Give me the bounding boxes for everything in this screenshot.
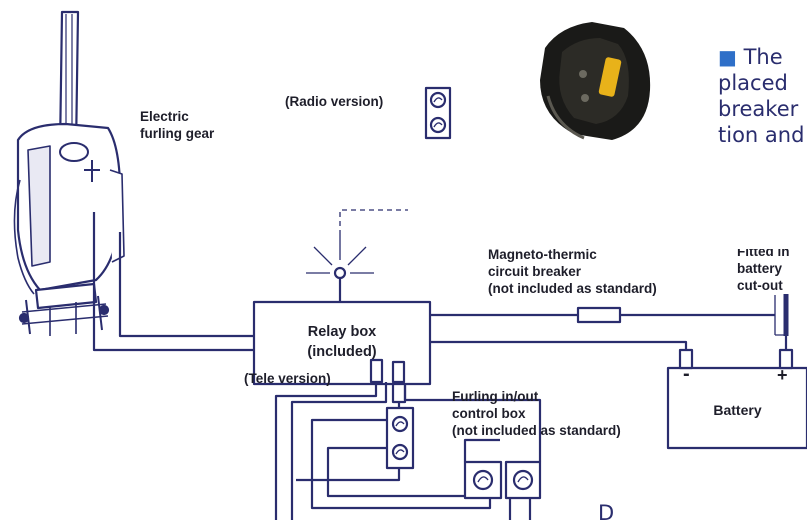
side-text-bottom: D <box>598 501 615 520</box>
antenna-receiver <box>333 266 347 280</box>
tele-wire-1 <box>274 382 378 520</box>
battery-plus-sign: + <box>777 365 788 385</box>
motor-cable-b <box>118 232 254 338</box>
radio-link <box>339 209 408 235</box>
battery-minus-sign: - <box>683 363 690 385</box>
power-line-minus <box>430 340 688 368</box>
control-box-photo <box>540 22 651 140</box>
side-text-line-3: breaker <box>718 97 799 121</box>
side-text-line-2: placed <box>718 71 788 95</box>
radio-version-label: (Radio version) <box>285 94 384 109</box>
motor-cable-a <box>92 212 254 352</box>
control-switch-in <box>463 460 503 500</box>
circuit-breaker-label: Magneto-thermic circuit breaker (not inc… <box>488 247 657 296</box>
cutout-label: Fitted in battery cut-out <box>737 244 790 293</box>
circuit-breaker <box>576 306 622 324</box>
tele-connector-a <box>369 358 384 384</box>
battery <box>666 366 807 450</box>
radio-remote <box>424 86 452 140</box>
side-text-line-4: tion and <box>718 123 805 147</box>
tele-connector-b <box>391 360 406 384</box>
control-box-label: Furling in/out control box (not included… <box>452 389 621 438</box>
relay-connector <box>391 382 407 404</box>
radio-signal-rays <box>306 235 374 274</box>
furling-gear-label: Electric furling gear <box>140 109 215 141</box>
tele-version-label: (Tele version) <box>244 371 331 386</box>
control-switch-out <box>504 460 542 500</box>
relay-box-label: Relay box (included) <box>307 324 377 360</box>
battery-label: Battery <box>713 402 762 418</box>
side-text-line-1: ■ The <box>718 45 783 69</box>
furling-gear-motor <box>13 10 125 336</box>
